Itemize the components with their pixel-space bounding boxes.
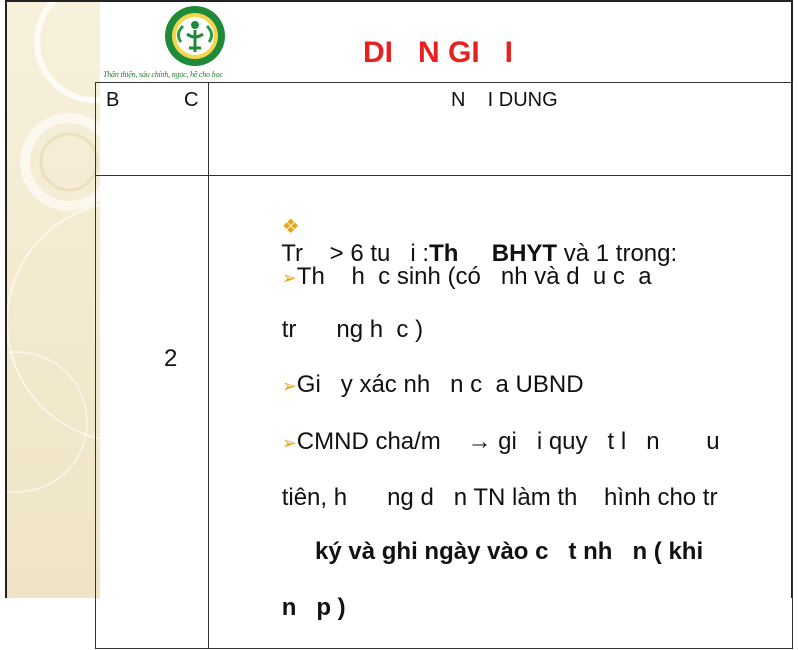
decorative-circles-icon bbox=[7, 2, 100, 493]
logo-tagline: Thân thiện, sáu chính, ngọc, hề cho học bbox=[103, 70, 223, 79]
header-content-label: N I DUNG bbox=[451, 89, 558, 111]
page-title: DI N GI I bbox=[363, 36, 514, 69]
arrowhead-bullet-icon: ➢ bbox=[281, 433, 297, 453]
list-item: tr ng h c ) bbox=[215, 288, 423, 372]
content-cell: ❖ Tr > 6 tu i :Th BHYT và 1 trong: ➢Th h… bbox=[208, 175, 793, 650]
step-cell bbox=[95, 175, 209, 649]
header-step-right: C bbox=[184, 89, 199, 111]
line-text: Th h c sinh (có nh và d u c a bbox=[296, 263, 652, 290]
line-text: tr ng h c ) bbox=[281, 316, 424, 343]
hospital-logo-icon bbox=[165, 6, 225, 66]
list-item: n p ) bbox=[215, 566, 346, 650]
arrowhead-bullet-icon: ➢ bbox=[281, 268, 297, 288]
step-number: 2 bbox=[164, 345, 178, 372]
line-bold-text: Th BHYT bbox=[429, 240, 558, 267]
logo: Thân thiện, sáu chính, ngọc, hề cho học bbox=[103, 4, 283, 84]
list-item: ➢Gi y xác nh n c a UBND bbox=[215, 343, 584, 427]
line-bold-text: n p ) bbox=[281, 594, 346, 621]
decorative-left-band bbox=[7, 2, 100, 598]
header-content-column: N I DUNG bbox=[208, 82, 793, 176]
table-row: ❖ Tr > 6 tu i :Th BHYT và 1 trong: ➢Th h… bbox=[95, 175, 793, 650]
line-text: Gi y xác nh n c a UBND bbox=[296, 371, 584, 398]
list-item: ký và ghi ngày vào c t nh n ( khi bbox=[215, 510, 703, 594]
list-item: ➢CMND cha/m → gi i quy t l n u bbox=[215, 400, 720, 484]
list-item: tiên, h ng d n TN làm th hình cho tr bbox=[215, 456, 718, 540]
header-step-left: B bbox=[106, 89, 120, 111]
line-bold-text: ký và ghi ngày vào c t nh n ( khi bbox=[281, 538, 704, 565]
line-text-end: và 1 trong: bbox=[557, 240, 678, 267]
line-text: CMND cha/m → gi i quy t l n u bbox=[296, 428, 720, 455]
list-item: ➢Th h c sinh (có nh và d u c a bbox=[215, 235, 652, 319]
table-header-row: B C N I DUNG bbox=[95, 82, 793, 176]
list-item: ❖ Tr > 6 tu i :Th BHYT và 1 trong: bbox=[215, 184, 677, 296]
content-table: B C N I DUNG ❖ Tr > 6 tu i :Th BHYT và 1… bbox=[95, 82, 793, 649]
diamond-bullet-icon: ❖ bbox=[281, 216, 300, 238]
header-step-column: B C bbox=[95, 82, 209, 176]
line-text: Tr > 6 tu i : bbox=[281, 240, 430, 267]
line-text: tiên, h ng d n TN làm th hình cho tr bbox=[281, 484, 718, 511]
arrowhead-bullet-icon: ➢ bbox=[281, 376, 297, 396]
